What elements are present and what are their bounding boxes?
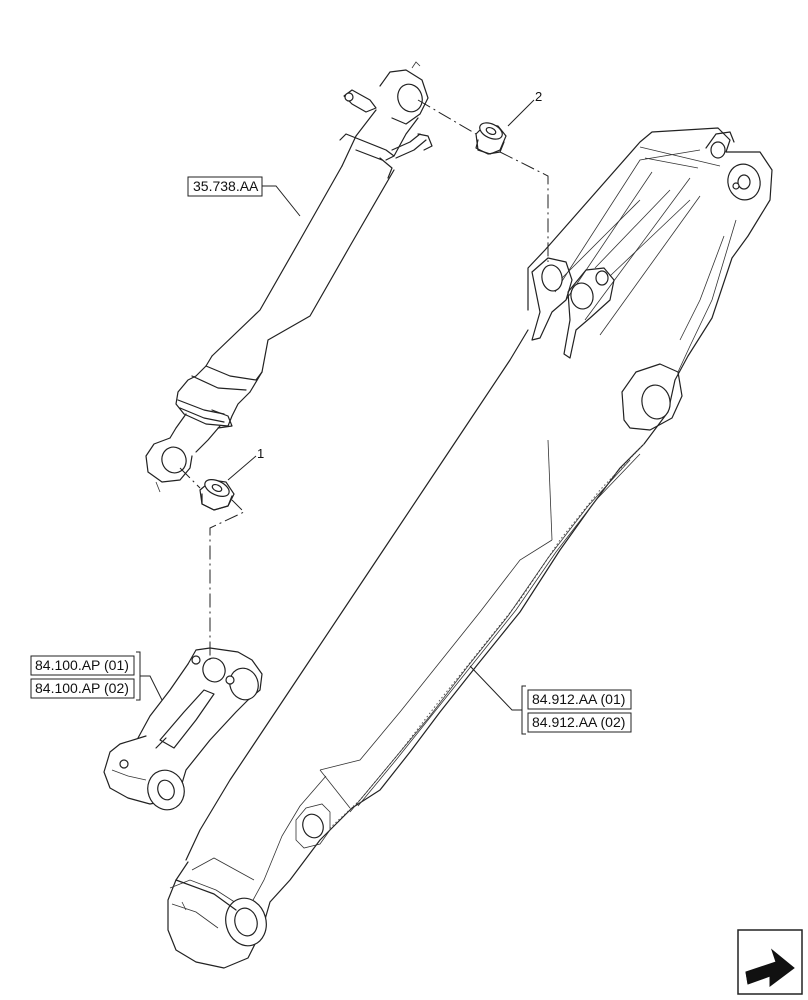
svg-text:84.100.AP (02): 84.100.AP (02) [35, 680, 129, 696]
bushing-2 [475, 122, 507, 155]
arrow-icon[interactable] [737, 929, 803, 995]
callout-2-leader [507, 99, 535, 127]
ref-arm-leader [469, 665, 522, 711]
svg-text:84.912.AA (01): 84.912.AA (01) [532, 691, 625, 707]
ref-arm-bracket [521, 685, 526, 735]
ref-label-arm-02[interactable]: 84.912.AA (02) [527, 712, 632, 733]
svg-text:84.100.AP (01): 84.100.AP (01) [35, 657, 129, 673]
callout-2: 2 [535, 89, 542, 104]
bushing-1 [199, 479, 235, 511]
callout-1: 1 [257, 446, 264, 461]
ref-label-link-01[interactable]: 84.100.AP (01) [30, 655, 135, 676]
assembly-centerlines [179, 99, 549, 660]
svg-text:84.912.AA (02): 84.912.AA (02) [532, 714, 625, 730]
ref-label-cylinder[interactable]: 35.738.AA [187, 176, 263, 197]
ref-link-leader [140, 675, 163, 701]
arm-cylinder [145, 61, 433, 493]
svg-text:35.738.AA: 35.738.AA [193, 178, 259, 194]
ref-cylinder-leader [262, 185, 301, 217]
ref-label-arm-01[interactable]: 84.912.AA (01) [527, 689, 632, 710]
link-assembly [103, 647, 263, 811]
callout-1-leader [227, 455, 257, 481]
ref-link-bracket [136, 651, 141, 701]
ref-label-link-02[interactable]: 84.100.AP (02) [30, 678, 135, 699]
dipper-arm [167, 127, 773, 969]
